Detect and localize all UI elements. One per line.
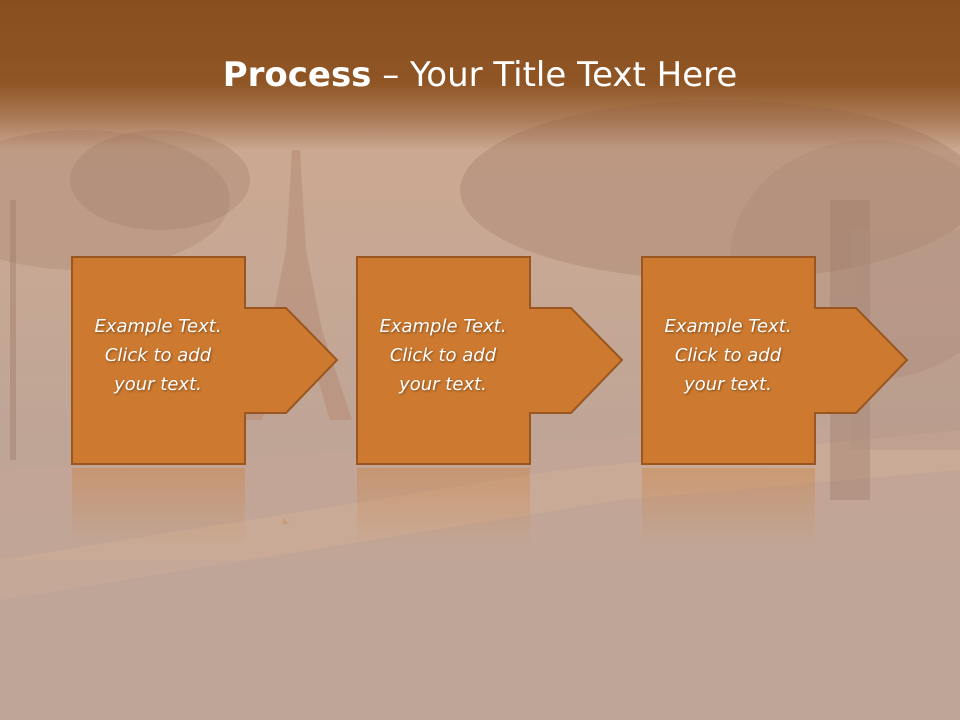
step-2-text[interactable]: Example Text. Click to add your text.: [356, 312, 530, 399]
step-2-line-1: Example Text.: [379, 316, 507, 337]
title-bold-text: Process: [222, 55, 372, 95]
step-arrow-shape: [641, 256, 909, 546]
step-3-text[interactable]: Example Text. Click to add your text.: [641, 312, 815, 399]
header-bar: [0, 0, 960, 150]
step-2-line-2: Click to add: [389, 345, 497, 366]
process-step-3[interactable]: Example Text. Click to add your text.: [641, 256, 931, 586]
step-1-line-1: Example Text.: [94, 316, 222, 337]
process-step-1[interactable]: Example Text. Click to add your text.: [71, 256, 361, 586]
slide-title[interactable]: Process – Your Title Text Here: [0, 52, 960, 98]
step-1-line-3: your text.: [114, 374, 202, 395]
step-3-line-3: your text.: [684, 374, 772, 395]
step-arrow-shape: [71, 256, 339, 546]
step-1-line-2: Click to add: [104, 345, 212, 366]
step-3-line-2: Click to add: [674, 345, 782, 366]
step-1-text[interactable]: Example Text. Click to add your text.: [71, 312, 245, 399]
title-rest-text: – Your Title Text Here: [371, 55, 738, 95]
process-step-2[interactable]: Example Text. Click to add your text.: [356, 256, 646, 586]
step-3-line-1: Example Text.: [664, 316, 792, 337]
step-2-line-3: your text.: [399, 374, 487, 395]
step-arrow-shape: [356, 256, 624, 546]
